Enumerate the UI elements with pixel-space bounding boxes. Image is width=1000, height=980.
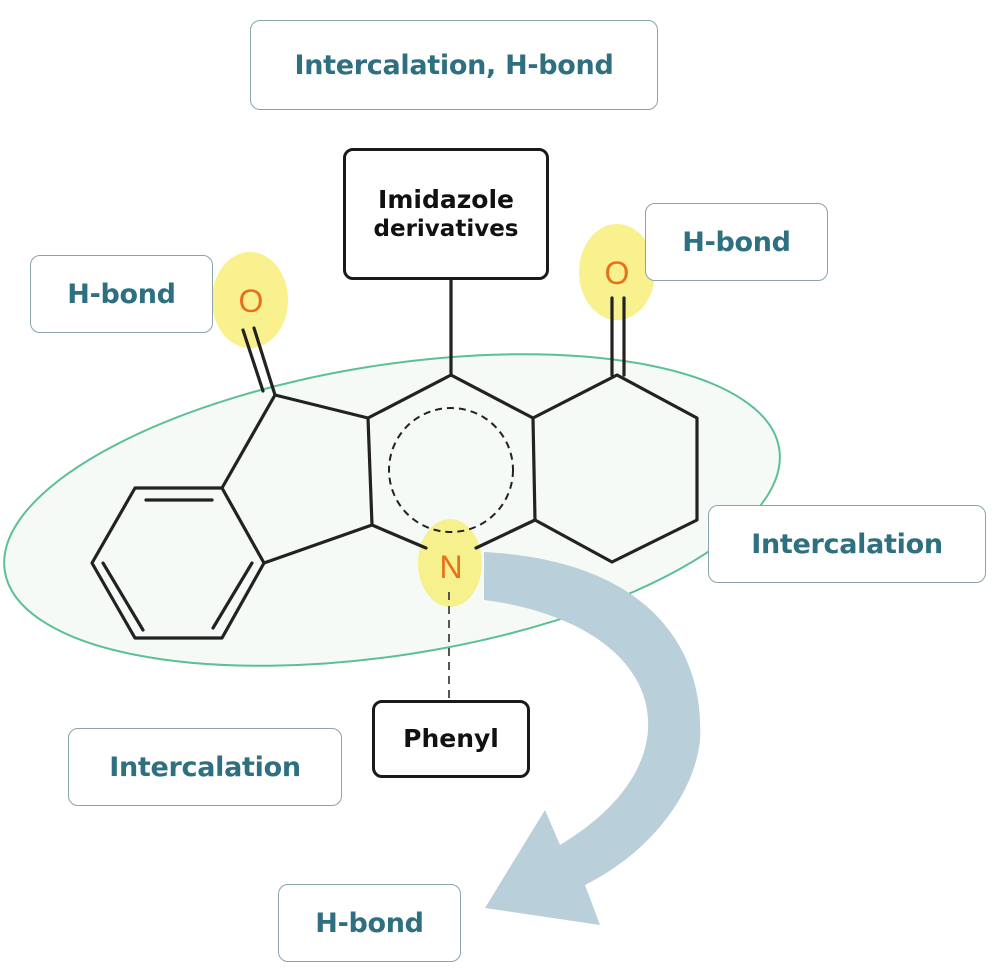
oxygen-left-atom: O xyxy=(239,283,264,319)
imidazole-derivatives-box: Imidazole derivatives xyxy=(343,148,549,280)
label-text: Intercalation xyxy=(751,528,943,560)
imidazole-line-1: Imidazole xyxy=(378,185,514,214)
benzene-inner-bond-2 xyxy=(211,561,254,630)
phenyl-label: Phenyl xyxy=(403,724,499,754)
nitrogen-highlight xyxy=(418,519,482,607)
cyclohexanone-ring xyxy=(531,373,699,564)
oxygen-right-highlight xyxy=(579,224,655,320)
nitrogen-atom: N xyxy=(439,549,462,585)
carbonyl-left-bond-2 xyxy=(241,328,265,393)
label-hbond-bottom: H-bond xyxy=(278,884,461,962)
label-text: Intercalation, H-bond xyxy=(294,49,614,81)
label-intercalation-left: Intercalation xyxy=(68,728,342,806)
label-hbond-right: H-bond xyxy=(645,203,828,281)
label-hbond-left: H-bond xyxy=(30,255,213,333)
carbonyl-left-bond-1 xyxy=(252,326,277,397)
label-text: H-bond xyxy=(67,278,176,310)
label-intercalation-right: Intercalation xyxy=(708,505,986,583)
label-text: Intercalation xyxy=(109,751,301,783)
imidazole-line-2: derivatives xyxy=(373,216,519,243)
oxygen-left-highlight xyxy=(212,252,288,348)
oxygen-right-atom: O xyxy=(605,255,630,291)
aromatic-circle xyxy=(388,407,514,533)
label-text: H-bond xyxy=(682,226,791,258)
label-text: H-bond xyxy=(315,907,424,939)
benzene-inner-bond-3 xyxy=(101,561,145,632)
phenyl-box: Phenyl xyxy=(372,700,530,778)
curved-arrow xyxy=(484,552,701,925)
molecule-bonds xyxy=(90,278,699,640)
label-intercalation-hbond-top: Intercalation, H-bond xyxy=(250,20,658,110)
